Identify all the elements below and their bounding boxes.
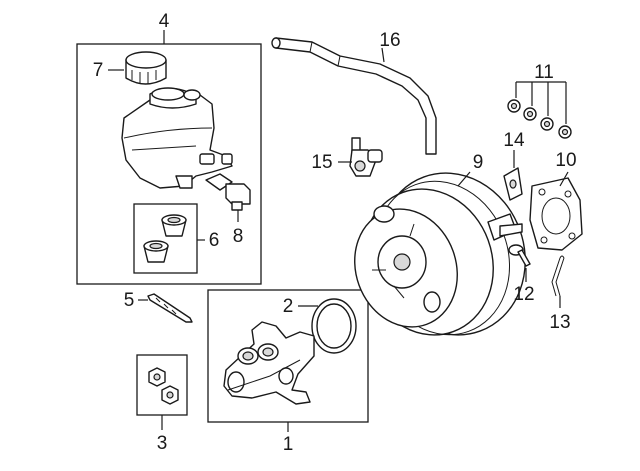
push-rod-pin — [147, 293, 193, 323]
master-cylinder-nuts — [148, 367, 179, 405]
leader-line-11 — [515, 81, 567, 124]
reservoir-cap — [125, 51, 167, 85]
master-cylinder-seal — [311, 298, 357, 354]
callout-15: 15 — [311, 152, 332, 173]
bracket-clip — [503, 167, 523, 201]
callout-8: 8 — [233, 226, 244, 247]
vacuum-hose — [271, 37, 437, 155]
master-cylinder — [223, 321, 315, 405]
group-box-reservoir — [76, 43, 262, 285]
booster-mounting-nuts — [507, 99, 572, 139]
callout-3: 3 — [157, 433, 168, 454]
callout-12: 12 — [513, 284, 534, 305]
callout-2: 2 — [283, 296, 294, 317]
callout-1: 1 — [283, 434, 294, 455]
callout-11: 11 — [534, 62, 554, 83]
fluid-level-sensor — [205, 173, 251, 211]
group-box-nuts — [136, 354, 188, 416]
booster-gasket — [529, 177, 583, 251]
callout-14: 14 — [503, 130, 525, 151]
callout-9: 9 — [473, 152, 484, 173]
callout-10: 10 — [555, 150, 576, 171]
brake-fluid-reservoir — [121, 87, 233, 189]
callout-6: 6 — [209, 230, 220, 251]
clevis-pin — [508, 244, 531, 267]
reservoir-grommets — [143, 214, 187, 263]
leader-line-9 — [457, 171, 471, 187]
callout-16: 16 — [379, 30, 400, 51]
callout-13: 13 — [549, 312, 570, 333]
group-box-grommets — [133, 203, 198, 274]
callout-4: 4 — [159, 11, 170, 32]
leader-line-16 — [381, 47, 385, 63]
leader-line-10 — [559, 171, 569, 187]
callout-7: 7 — [93, 60, 104, 81]
brake-booster — [354, 172, 526, 336]
check-valve — [349, 137, 383, 177]
callout-5: 5 — [124, 290, 135, 311]
retaining-clip — [551, 255, 565, 297]
